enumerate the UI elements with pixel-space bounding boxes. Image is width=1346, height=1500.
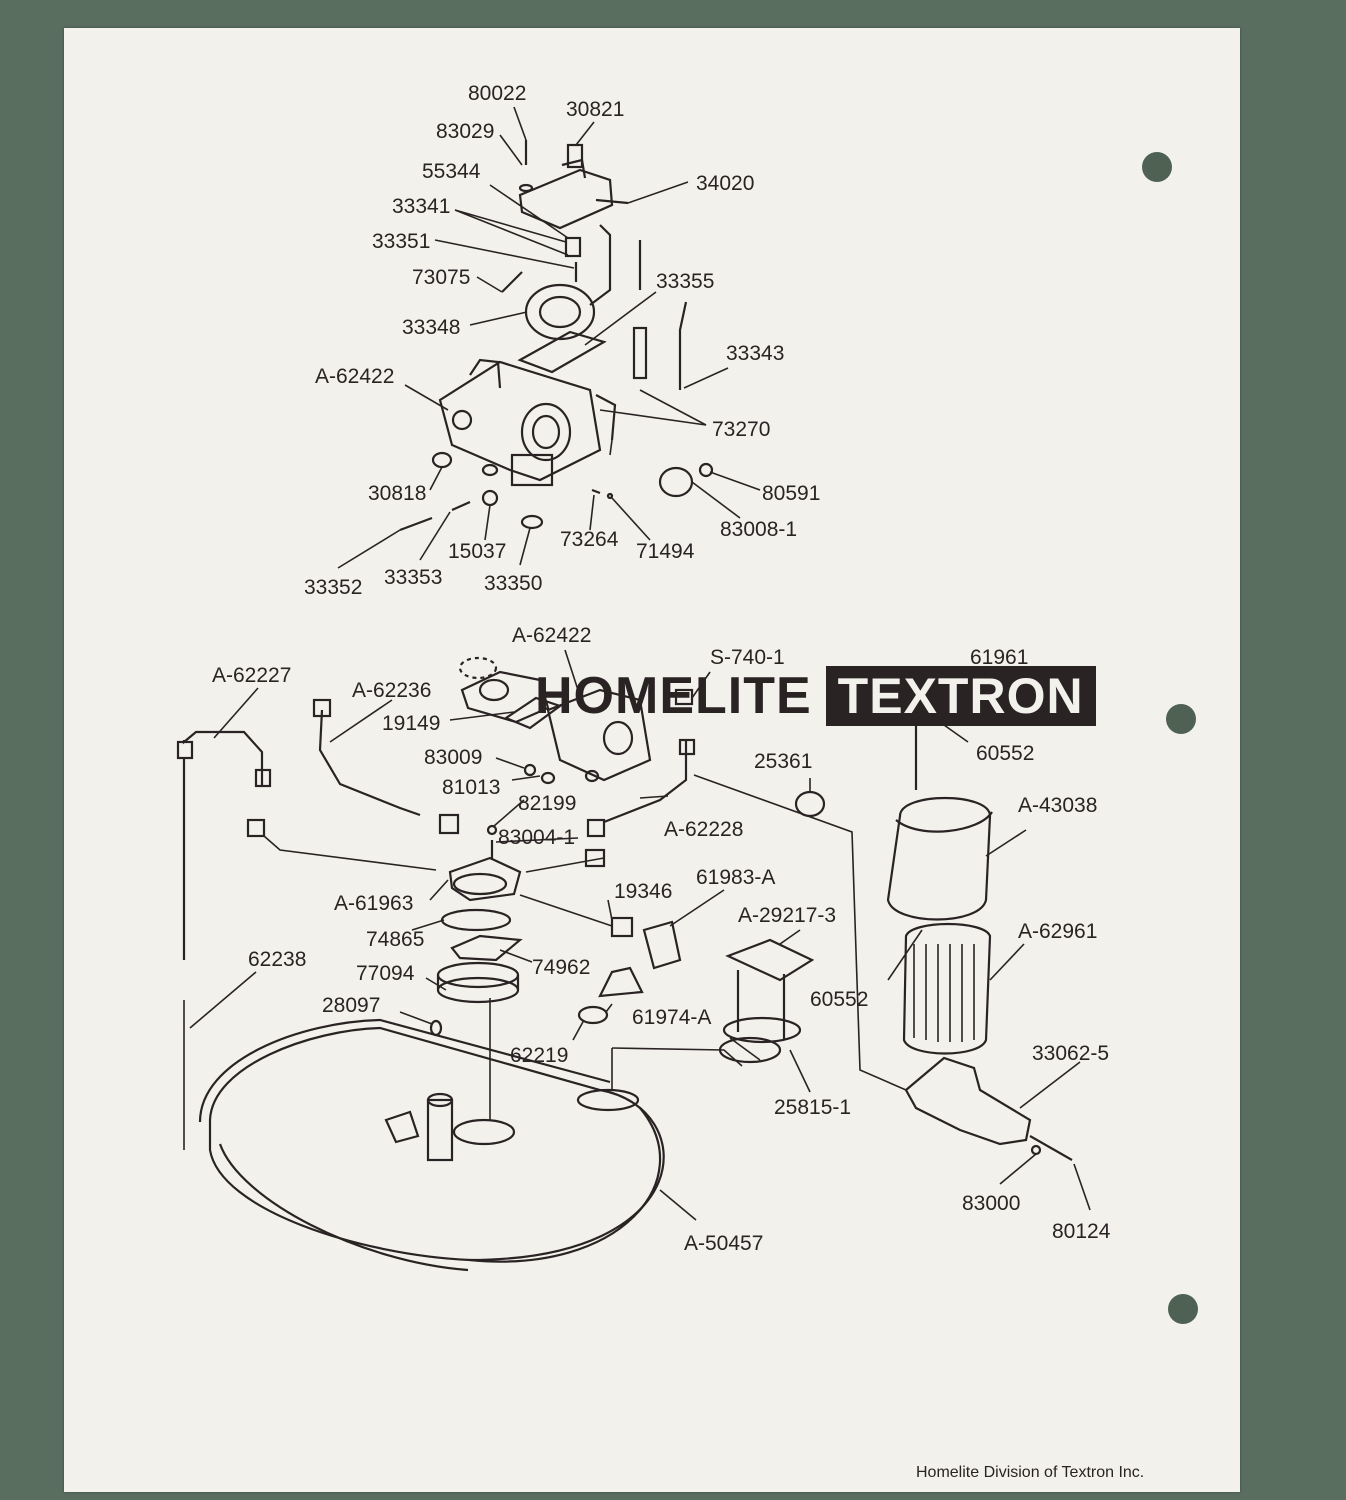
fuel-system-illustration: [176, 656, 1073, 1272]
part-label: 19346: [614, 880, 672, 903]
part-label: 80022: [468, 82, 526, 105]
brand-badge: TEXTRON: [825, 666, 1096, 726]
part-label: 74962: [532, 956, 590, 979]
part-label: 33343: [726, 342, 784, 365]
part-label: 83000: [962, 1192, 1020, 1215]
parts-sheet: [64, 28, 1240, 1492]
part-label: 33350: [484, 572, 542, 595]
brand-name: HOMELITE: [535, 667, 812, 725]
binder-hole-middle: [1166, 704, 1196, 734]
binder-hole-bottom: [1168, 1294, 1198, 1324]
part-label: 83029: [436, 120, 494, 143]
binder-hole-top: [1142, 152, 1172, 182]
part-label: 25361: [754, 750, 812, 773]
part-label: 73075: [412, 266, 470, 289]
part-label: 55344: [422, 160, 481, 183]
part-label: 61961: [970, 646, 1028, 669]
part-label: 33062-5: [1032, 1042, 1109, 1065]
division-caption: Homelite Division of Textron Inc.: [916, 1464, 1145, 1481]
part-label: 81013: [442, 776, 500, 799]
part-label: 83009: [424, 746, 482, 769]
brand-logo: HOMELITE TEXTRON: [535, 666, 1096, 726]
leader-lines-top: [337, 106, 761, 569]
part-label: 61974-A: [632, 1006, 711, 1029]
part-label: 80124: [1052, 1220, 1111, 1243]
part-label: 71494: [636, 540, 695, 563]
part-label: 62219: [510, 1044, 568, 1067]
part-label: 15037: [448, 540, 506, 563]
part-label: A-62422: [512, 624, 591, 647]
part-label: 19149: [382, 712, 440, 735]
part-label: 73264: [560, 528, 619, 551]
part-label: 25815-1: [774, 1096, 851, 1119]
part-label: 80591: [762, 482, 820, 505]
part-label: 33352: [304, 576, 362, 599]
carburetor-illustration: [399, 140, 714, 532]
part-label: A-62961: [1018, 920, 1097, 943]
part-label: A-50457: [684, 1232, 763, 1255]
part-label: 34020: [696, 172, 754, 195]
part-label: 82199: [518, 792, 576, 815]
part-label: 33351: [372, 230, 430, 253]
part-label: A-43038: [1018, 794, 1097, 817]
part-label: A-62227: [212, 664, 291, 687]
part-label: 61983-A: [696, 866, 775, 889]
part-label: 30821: [566, 98, 624, 121]
part-label: A-62422: [315, 365, 394, 388]
part-label: A-61963: [334, 892, 413, 915]
part-label: 33341: [392, 195, 450, 218]
part-label: 33355: [656, 270, 714, 293]
part-label: S-740-1: [710, 646, 785, 669]
part-label: 73270: [712, 418, 770, 441]
leader-lines-bottom: [183, 649, 1091, 1221]
part-label: 74865: [366, 928, 424, 951]
part-label: A-62228: [664, 818, 743, 841]
part-label: 62238: [248, 948, 306, 971]
part-label: 83008-1: [720, 518, 797, 541]
part-label: A-29217-3: [738, 904, 836, 927]
part-label: 60552: [810, 988, 868, 1011]
part-number-labels: 80022 30821 83029 55344 34020 33341 3335…: [212, 82, 1111, 1255]
part-label: 33353: [384, 566, 442, 589]
part-label: A-62236: [352, 679, 431, 702]
part-label: 28097: [322, 994, 380, 1017]
part-label: 83004-1: [498, 826, 575, 849]
part-label: 60552: [976, 742, 1034, 765]
part-label: 33348: [402, 316, 460, 339]
part-label: 30818: [368, 482, 426, 505]
part-label: 77094: [356, 962, 415, 985]
